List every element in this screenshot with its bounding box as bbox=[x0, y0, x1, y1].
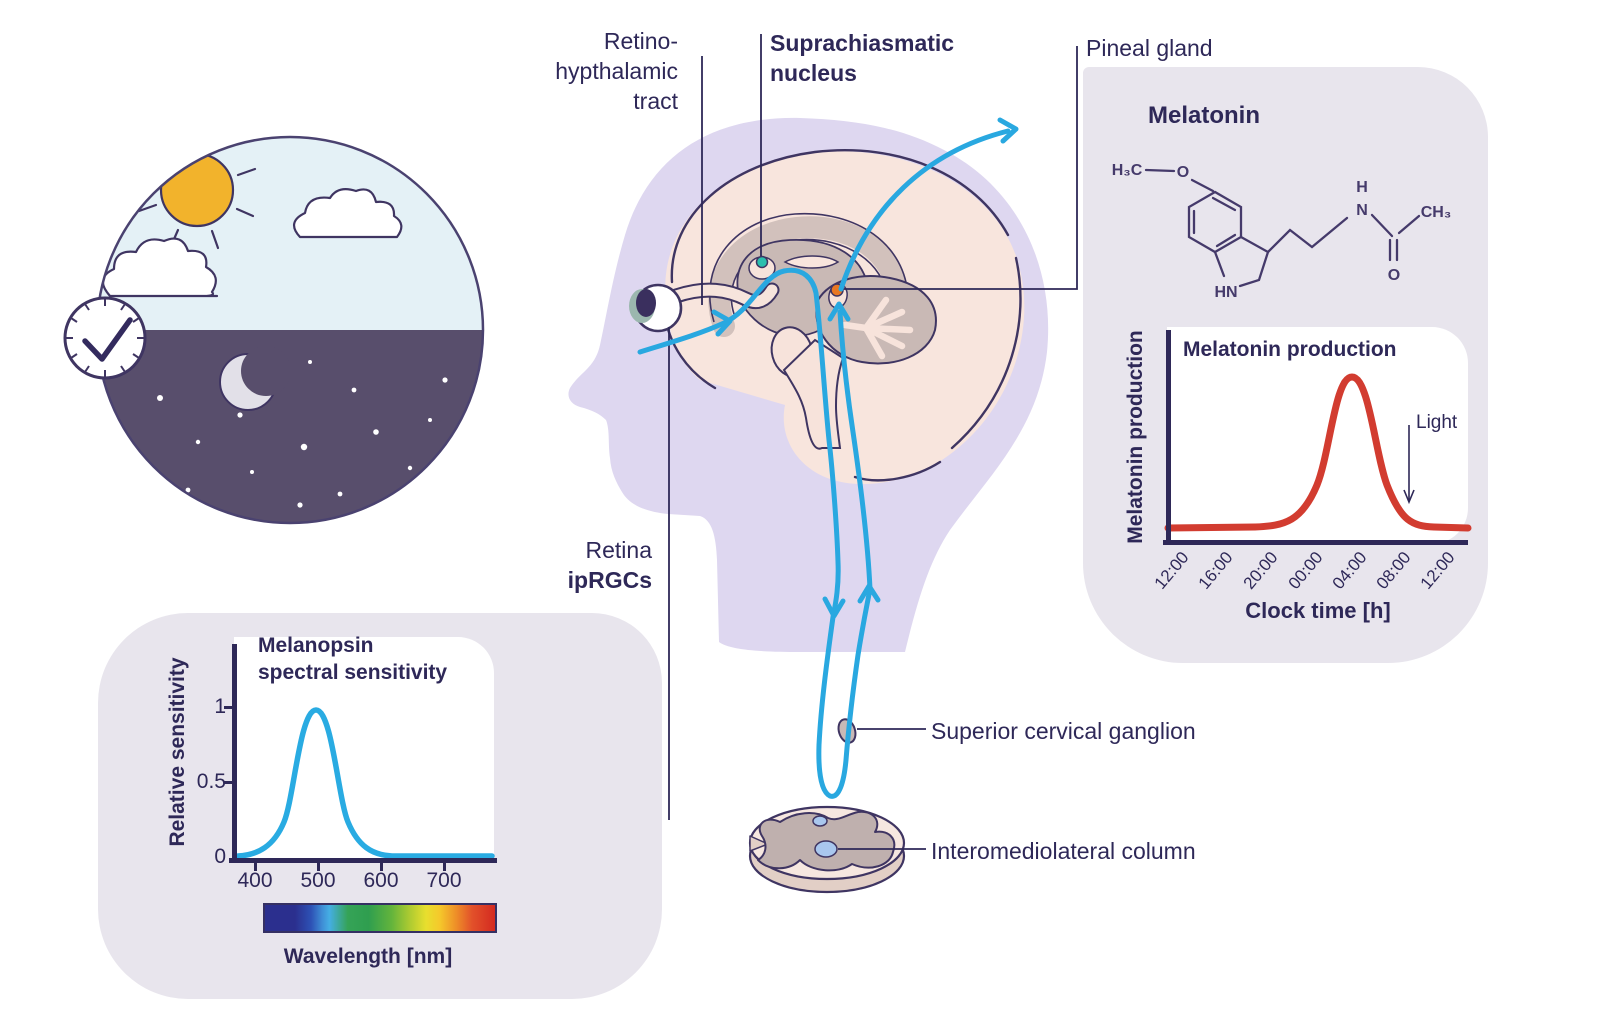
molecule-title: Melatonin bbox=[1148, 102, 1260, 129]
light-annotation: Light bbox=[1416, 412, 1458, 433]
cortex bbox=[665, 151, 1025, 485]
arrowhead bbox=[711, 309, 733, 337]
day-sky bbox=[97, 137, 483, 332]
label-line: hypthalamic bbox=[555, 58, 678, 84]
spectrum-colorbar bbox=[263, 903, 497, 933]
spinal-cord-cross-section bbox=[748, 805, 906, 894]
arrowhead bbox=[997, 117, 1019, 144]
melanopsin-ytick: 0.5 bbox=[196, 770, 226, 793]
melanopsin-xlabel: Wavelength [nm] bbox=[283, 945, 453, 968]
arrowhead bbox=[822, 596, 846, 619]
day-night-outline bbox=[95, 135, 485, 525]
night-sky bbox=[97, 330, 483, 523]
label-superior-cervical-ganglion: Superior cervical ganglion bbox=[931, 718, 1196, 744]
melanopsin-xtick: 700 bbox=[426, 869, 462, 892]
retina-to-pineal-loop bbox=[637, 267, 873, 799]
pineal-dot bbox=[830, 283, 844, 297]
label-line: Suprachiasmatic bbox=[770, 30, 955, 56]
melanopsin-xtick: 600 bbox=[363, 869, 399, 892]
chart-title-line: Melanopsin bbox=[258, 634, 374, 657]
limbic-ring bbox=[708, 216, 909, 337]
ventricle-slit bbox=[783, 255, 840, 269]
clock-hands bbox=[82, 317, 133, 362]
hypothalamus-pocket bbox=[748, 256, 776, 280]
medulla bbox=[782, 338, 845, 450]
melanopsin-ylabel: Relative sensitivity bbox=[166, 657, 189, 847]
label-line: Retino- bbox=[603, 28, 678, 54]
intermediolateral-dot bbox=[814, 840, 838, 858]
melatonin-ylabel: Melatonin production bbox=[1124, 330, 1147, 544]
ganglion-bead bbox=[837, 718, 857, 744]
moon-icon bbox=[219, 346, 291, 411]
melatonin-xlabel: Clock time [h] bbox=[1245, 598, 1391, 623]
pineal-to-melatonin-arrow bbox=[838, 128, 1011, 292]
callosum-outline bbox=[709, 212, 909, 323]
label-line: ipRGCs bbox=[567, 567, 652, 593]
cerebellum bbox=[815, 275, 937, 365]
melanopsin-xtick: 400 bbox=[237, 869, 273, 892]
chart-title-line: spectral sensitivity bbox=[258, 661, 448, 684]
cloud-icon bbox=[101, 237, 219, 298]
arbor-vitae bbox=[841, 296, 914, 360]
melatonin-chart-title: Melatonin production bbox=[1183, 338, 1397, 361]
optic-nerve-fill bbox=[670, 284, 778, 308]
label-suprachiasmatic-nucleus: Suprachiasmatic nucleus bbox=[770, 28, 990, 88]
label-line: tract bbox=[633, 88, 678, 114]
arrowhead bbox=[827, 301, 851, 322]
label-retino-hypothalamic-tract: Retino- hypthalamic tract bbox=[520, 26, 678, 116]
arrowhead bbox=[857, 583, 881, 604]
day-night-circle bbox=[63, 135, 485, 525]
eye-icon bbox=[629, 283, 683, 333]
label-line: Retina bbox=[585, 537, 652, 563]
melanopsin-ytick: 0 bbox=[214, 845, 226, 868]
melanopsin-chart-title: Melanopsin spectral sensitivity bbox=[258, 632, 447, 686]
thalamus bbox=[736, 239, 869, 337]
sun-icon bbox=[137, 137, 257, 250]
star-dots bbox=[157, 360, 448, 508]
melanopsin-xtick: 500 bbox=[300, 869, 336, 892]
anterior-fissure bbox=[749, 835, 769, 852]
scn-dot bbox=[755, 255, 769, 269]
gray-matter-butterfly bbox=[757, 810, 896, 872]
cortex-outline bbox=[662, 149, 1022, 482]
label-retina-iprgcs: Retina ipRGCs bbox=[500, 535, 652, 595]
label-line: nucleus bbox=[770, 60, 857, 86]
optic-nerve bbox=[668, 282, 780, 310]
label-pineal-gland: Pineal gland bbox=[1086, 35, 1213, 61]
clock-icon bbox=[63, 296, 147, 380]
label-interomediolateral-column: Interomediolateral column bbox=[931, 838, 1196, 864]
brain-illustration bbox=[629, 149, 1025, 485]
melanopsin-ytick: 1 bbox=[214, 695, 226, 718]
central-canal-small bbox=[812, 815, 828, 827]
pineal-pocket bbox=[828, 283, 848, 309]
neural-pathway bbox=[637, 117, 1019, 799]
pons bbox=[770, 326, 814, 378]
cloud-icon bbox=[293, 188, 403, 239]
